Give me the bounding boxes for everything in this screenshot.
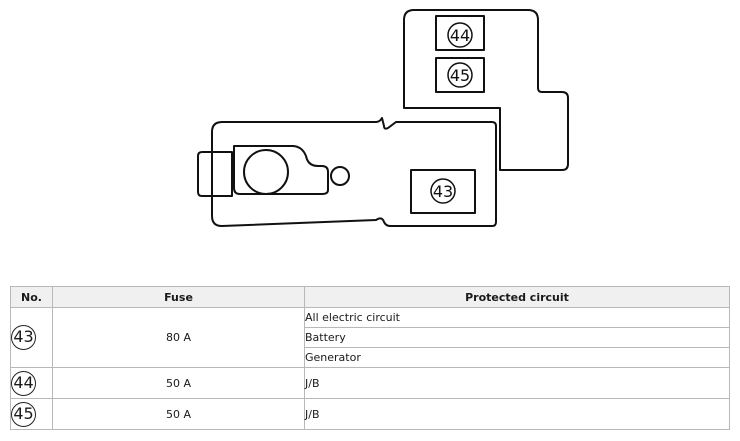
fuse-number-cell: 43: [10, 307, 53, 368]
table-row: 43 80 A All electric circuit: [10, 307, 730, 368]
fuse-45-marker: [447, 62, 473, 88]
column-header-fuse: Fuse: [52, 286, 305, 308]
protected-circuit-cell: Battery: [304, 327, 730, 348]
fuse-rating-cell: 50 A: [52, 367, 305, 399]
protected-circuit-cell: J/B: [304, 398, 730, 430]
fuse-44-marker: [447, 22, 473, 48]
column-header-circuit: Protected circuit: [304, 286, 730, 308]
fuse-43-label: 43: [433, 182, 453, 201]
terminal-lug: [233, 145, 329, 195]
protected-circuit-cell: All electric circuit: [304, 307, 730, 328]
fuse-rating-cell: 50 A: [52, 398, 305, 430]
terminal-mount: [197, 151, 233, 197]
column-header-no: No.: [10, 286, 53, 308]
fuse-number: 45: [11, 401, 36, 427]
terminal-bolt-hole: [330, 166, 350, 186]
fuse-45-label: 45: [450, 66, 470, 85]
fuse-44-box: [435, 15, 485, 51]
fuse-block-diagram: 43 44 45: [197, 9, 569, 227]
fuse-table: No. Fuse Protected circuit 43 80 A All e…: [10, 286, 730, 430]
fuse-number-cell: 44: [10, 367, 53, 399]
terminal-stud: [243, 149, 289, 195]
fuse-number: 43: [11, 325, 36, 350]
fuse-rating-cell: 80 A: [52, 307, 305, 368]
fuse-44-label: 44: [450, 26, 470, 45]
fuse-43-marker: [430, 178, 456, 204]
protected-circuit-cell: Generator: [304, 347, 730, 368]
fuse-number-cell: 45: [10, 398, 53, 430]
fuse-43-box: [410, 169, 476, 214]
table-row: 45 50 A J/B: [10, 398, 730, 430]
protected-circuit-cell: J/B: [304, 367, 730, 399]
fuse-number: 44: [11, 370, 36, 396]
fuse-45-box: [435, 57, 485, 93]
terminal-plate: [211, 117, 497, 227]
table-row: 44 50 A J/B: [10, 367, 730, 399]
table-header-row: No. Fuse Protected circuit: [10, 286, 730, 308]
fuse-box-housing: [403, 9, 569, 171]
